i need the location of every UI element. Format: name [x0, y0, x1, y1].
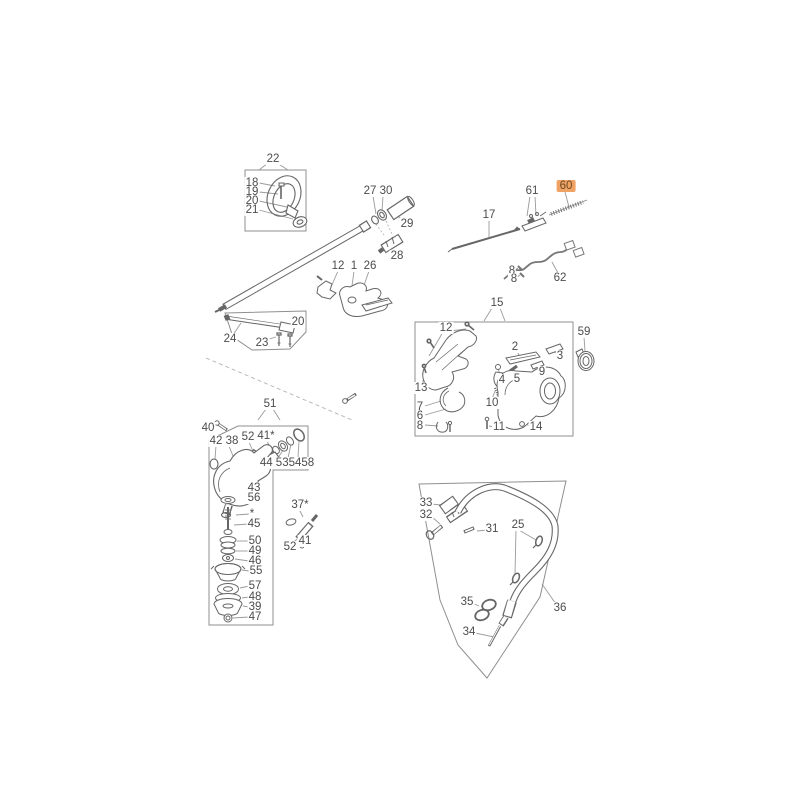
part-label-57[interactable]: 57	[247, 579, 263, 593]
part-label-1[interactable]: 1	[349, 259, 359, 273]
part-label-56[interactable]: 56	[246, 491, 262, 505]
shaft-clamp-parts	[317, 276, 392, 317]
part-label-3[interactable]: 3	[555, 349, 565, 363]
part-label-11[interactable]: 11	[492, 420, 506, 434]
part-label-50[interactable]: 50	[247, 534, 263, 548]
part-label-32[interactable]: 32	[418, 508, 434, 522]
part-label-4[interactable]: 4	[497, 373, 507, 387]
coupling-parts	[370, 208, 388, 225]
coupling-sleeve-29	[390, 195, 416, 215]
part-label-22[interactable]: 22	[265, 152, 281, 166]
drive-tube	[215, 224, 369, 312]
part-label-60[interactable]: 60	[556, 179, 576, 193]
loose-screw	[343, 394, 356, 403]
part-label-8[interactable]: 8	[507, 264, 517, 278]
part-label-33[interactable]: 33	[418, 496, 434, 510]
dashed-reference-lines	[206, 221, 392, 420]
part-label-45[interactable]: 45	[246, 517, 262, 531]
part-label-59[interactable]: 59	[576, 325, 592, 339]
part-label-8[interactable]: 8	[509, 272, 519, 286]
part-label-26[interactable]: 26	[362, 259, 378, 273]
part-label-6[interactable]: 6	[415, 409, 425, 423]
part-label-47[interactable]: 47	[247, 610, 263, 624]
part-label-48[interactable]: 48	[247, 590, 263, 604]
part-label-2[interactable]: 2	[510, 340, 520, 354]
throttle-rod-17	[448, 226, 520, 253]
part-label-25[interactable]: 25	[510, 518, 526, 532]
part-label-24[interactable]: 24	[222, 332, 238, 346]
part-label-44-535458[interactable]: 44 535458	[258, 456, 316, 470]
part-label-40[interactable]: 40	[200, 421, 216, 435]
part-label-46[interactable]: 46	[247, 554, 263, 568]
part-label-43[interactable]: 43	[246, 481, 262, 495]
part-label-52[interactable]: 52	[240, 430, 256, 444]
gearhead-box	[209, 426, 308, 625]
part-label-49[interactable]: 49	[247, 544, 263, 558]
part-label-8[interactable]: 8	[415, 419, 425, 433]
part-label-5[interactable]: 5	[512, 372, 522, 386]
part-label-21[interactable]: 21	[244, 203, 260, 217]
part-label-55[interactable]: 55	[248, 564, 264, 578]
part-label-28[interactable]: 28	[389, 249, 405, 263]
part-label-29[interactable]: 29	[399, 217, 415, 231]
gearhead-stack	[211, 497, 245, 623]
loop-handle-assembly	[261, 170, 309, 229]
part-label-10[interactable]: 10	[484, 396, 500, 410]
part-label-51[interactable]: 51	[262, 397, 278, 411]
part-label-14[interactable]: 14	[528, 420, 544, 434]
part-label-7[interactable]: 7	[415, 400, 425, 414]
part-label-41[interactable]: 41*	[256, 429, 276, 443]
part-label-39[interactable]: 39	[247, 600, 263, 614]
barrier-bar-assembly	[226, 315, 295, 347]
part-label-62[interactable]: 62	[552, 271, 568, 285]
part-label-15[interactable]: 15	[489, 296, 505, 310]
part-label-61[interactable]: 61	[524, 184, 540, 198]
part-label-36[interactable]: 36	[552, 601, 568, 615]
flex-cable-assembly	[425, 487, 556, 646]
part-label-20[interactable]: 20	[290, 315, 306, 329]
part-label-[interactable]: *	[248, 507, 256, 521]
part-label-35[interactable]: 35	[459, 595, 475, 609]
part-label-37[interactable]: 37*	[290, 498, 310, 512]
part-label-17[interactable]: 17	[481, 208, 497, 222]
part-label-42-38[interactable]: 42 38	[208, 434, 240, 448]
part-label-27-30[interactable]: 27 30	[362, 184, 394, 198]
flex-cable-box	[419, 481, 566, 678]
part-label-41[interactable]: 41	[297, 534, 313, 548]
part-label-31[interactable]: 31	[484, 522, 500, 536]
part-label-52[interactable]: 52	[282, 540, 298, 554]
part-label-23[interactable]: 23	[254, 336, 270, 350]
part-label-12[interactable]: 12	[438, 321, 454, 335]
throttle-spring-60	[549, 200, 587, 215]
throttle-handle-box	[415, 322, 573, 436]
part-label-9[interactable]: 9	[537, 365, 547, 379]
grommet-59	[576, 349, 594, 371]
wiring-harness-62	[504, 240, 584, 279]
part-label-12[interactable]: 12	[330, 259, 346, 273]
part-label-13[interactable]: 13	[413, 381, 429, 395]
part-label-34[interactable]: 34	[461, 625, 477, 639]
coupling-sleeve-28	[379, 237, 401, 252]
throttle-lever-61	[522, 212, 546, 231]
